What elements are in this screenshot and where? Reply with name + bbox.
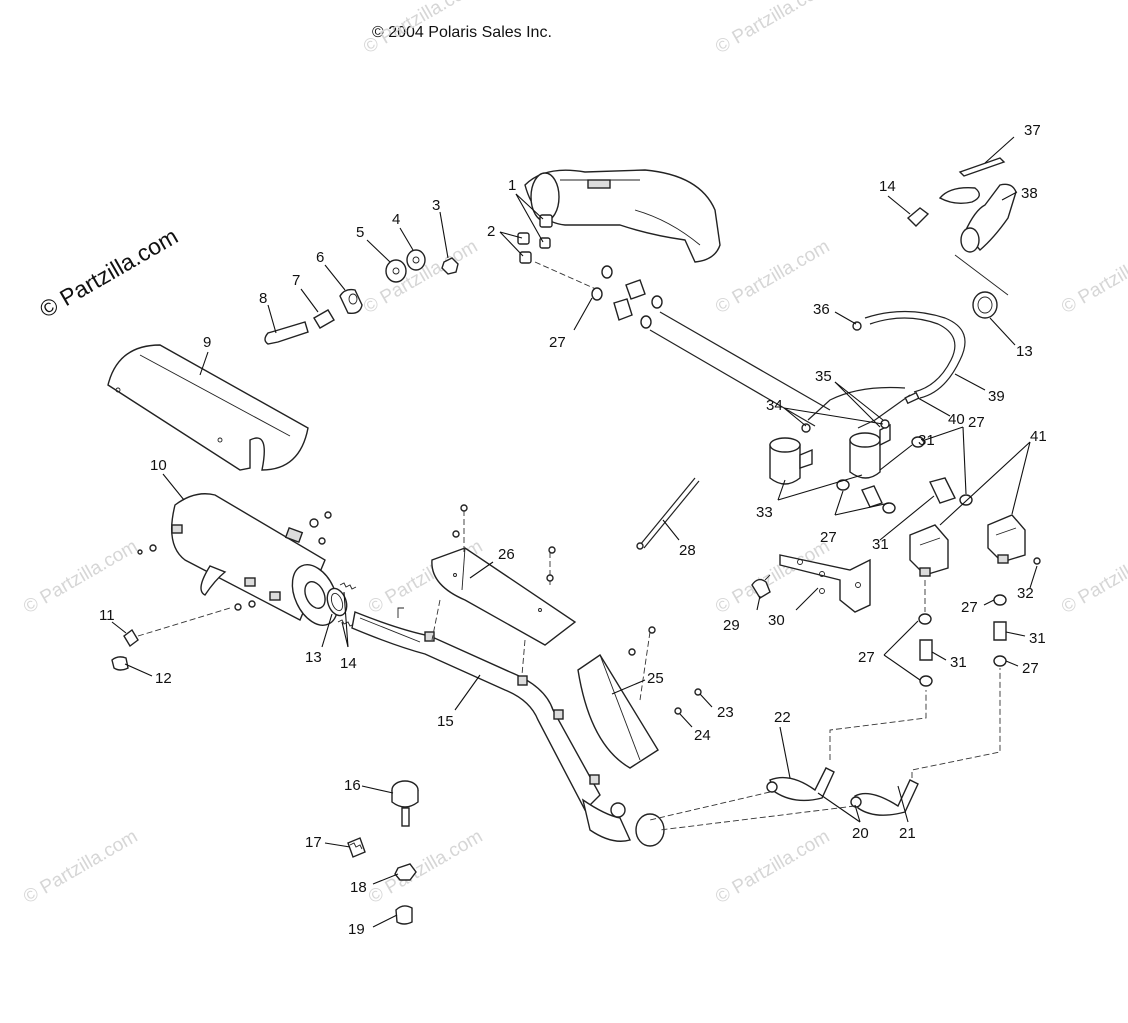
part-muffler: [171, 493, 339, 626]
part-spacers-lower: [918, 594, 1007, 687]
callout-14-muffler: 14: [340, 655, 357, 672]
callout-16: 16: [344, 777, 361, 794]
part-mounting-hardware: [264, 214, 553, 345]
part-airbox: [524, 169, 721, 263]
part-valves: [909, 514, 1041, 612]
callout-41: 41: [1030, 428, 1047, 445]
part-heat-shield: [107, 344, 309, 471]
part-bracket: [779, 554, 871, 613]
callout-22: 22: [774, 709, 791, 726]
callout-40: 40: [948, 411, 965, 428]
callout-32: 32: [1017, 585, 1034, 602]
callout-19: 19: [348, 921, 365, 938]
callout-27-far: 27: [1022, 660, 1039, 677]
callout-7: 7: [292, 272, 300, 289]
callout-24: 24: [694, 727, 711, 744]
callout-29: 29: [723, 617, 740, 634]
part-fitting: [751, 574, 771, 599]
callout-9: 9: [203, 334, 211, 351]
part-canisters: [769, 419, 891, 485]
callout-25: 25: [647, 670, 664, 687]
callout-27-right: 27: [961, 599, 978, 616]
part-spacers-upper: [534, 261, 831, 427]
callout-36: 36: [813, 301, 830, 318]
callout-27-top: 27: [549, 334, 566, 351]
part-heat-shield-lower: [577, 626, 702, 769]
leader-lines: [111, 136, 1038, 928]
callout-27-mid: 27: [968, 414, 985, 431]
callout-33: 33: [756, 504, 773, 521]
part-heat-shield-upper: [431, 504, 577, 676]
part-lower-hardware: [347, 780, 419, 925]
callout-10: 10: [150, 457, 167, 474]
callout-39: 39: [988, 388, 1005, 405]
callout-8: 8: [259, 290, 267, 307]
part-clip-bushing: [111, 607, 231, 671]
part-elbow-tubes: [649, 668, 1001, 831]
part-rod: [636, 477, 700, 550]
callout-2: 2: [487, 223, 495, 240]
callout-20: 20: [852, 825, 869, 842]
callout-13-outlet: 13: [1016, 343, 1033, 360]
part-vacuum-hose: [807, 310, 966, 429]
callout-11: 11: [99, 607, 115, 624]
callout-27-lower: 27: [858, 649, 875, 666]
callout-6: 6: [316, 249, 324, 266]
callout-13-muffler: 13: [305, 649, 322, 666]
callout-21: 21: [899, 825, 916, 842]
callout-17: 17: [305, 834, 322, 851]
callout-30: 30: [768, 612, 785, 629]
callout-31-lower: 31: [950, 654, 967, 671]
part-head-pipe: [351, 607, 665, 847]
callout-18: 18: [350, 879, 367, 896]
callout-3: 3: [432, 197, 440, 214]
callout-14-outlet: 14: [879, 178, 896, 195]
callout-35: 35: [815, 368, 832, 385]
callout-38: 38: [1021, 185, 1038, 202]
callout-26: 26: [498, 546, 515, 563]
callout-34: 34: [766, 397, 783, 414]
callout-5: 5: [356, 224, 364, 241]
copyright-notice: © 2004 Polaris Sales Inc.: [372, 24, 552, 41]
part-outlet-assembly: [906, 157, 1017, 319]
callout-31-right: 31: [1029, 630, 1046, 647]
part-muffler-hardware: [137, 511, 332, 611]
callout-28: 28: [679, 542, 696, 559]
callout-23: 23: [717, 704, 734, 721]
callout-numbers: 1 2 3 4 5 6 7 8 9 10 11 12 13 14 15 16 1…: [99, 122, 1047, 938]
part-spacers-right: [836, 436, 973, 514]
callout-4: 4: [392, 211, 400, 228]
callout-31-top: 31: [918, 432, 935, 449]
callout-27-left: 27: [820, 529, 837, 546]
callout-12: 12: [155, 670, 172, 687]
callout-31-mid: 31: [872, 536, 889, 553]
callout-1: 1: [508, 177, 516, 194]
callout-37: 37: [1024, 122, 1041, 139]
part-muffler-gasket-springs: [326, 582, 357, 627]
callout-15: 15: [437, 713, 454, 730]
